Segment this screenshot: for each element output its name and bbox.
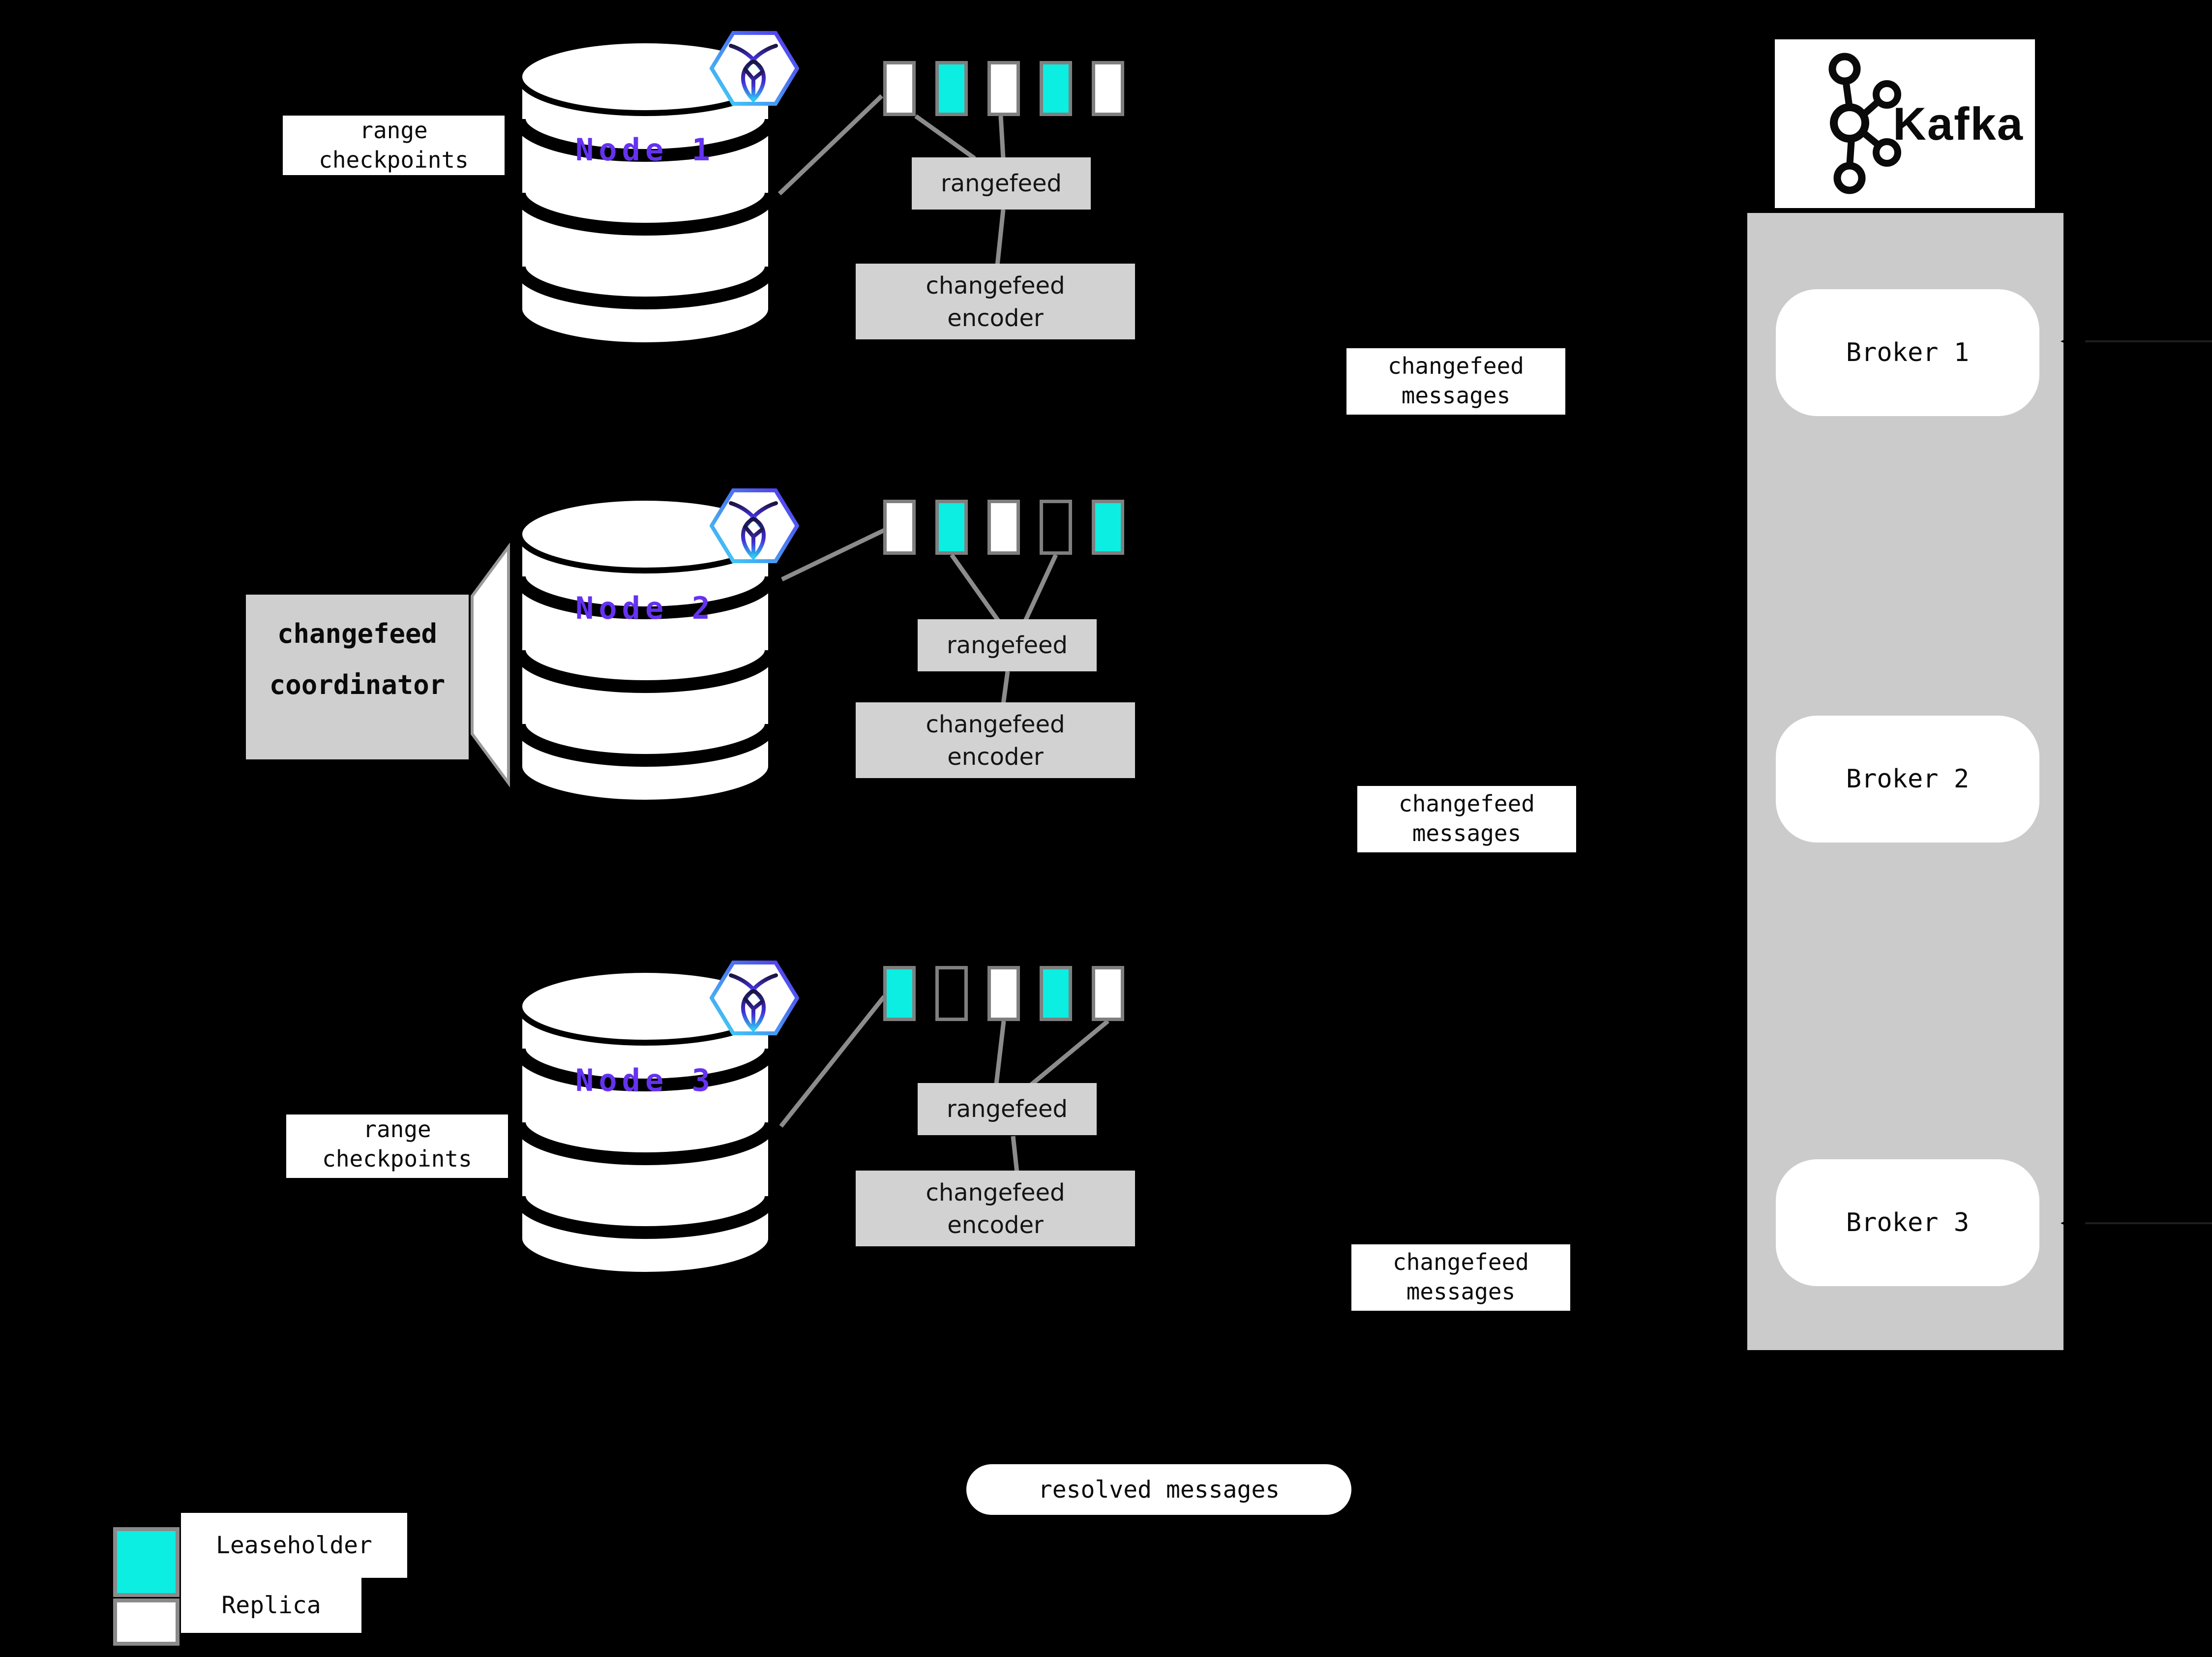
- broker-label: Broker 2: [1846, 764, 1970, 794]
- label-line: changefeed: [1388, 353, 1524, 379]
- node2-rangefeed-label: rangefeed: [918, 619, 1097, 671]
- range-box-replica: [987, 966, 1020, 1021]
- range-box-leaseholder: [1040, 966, 1072, 1021]
- label-line: changefeed: [926, 272, 1065, 300]
- legend-leaseholder-swatch: [113, 1527, 179, 1597]
- range-checkpoints-label-1: range checkpoints: [283, 116, 505, 175]
- node3-label: Node 3: [575, 1062, 715, 1098]
- broker-label: Broker 3: [1846, 1208, 1970, 1237]
- label-line: range: [359, 117, 428, 144]
- node1-rangefeed-label: rangefeed: [912, 157, 1091, 210]
- changefeed-messages-label-3: changefeed messages: [1351, 1244, 1570, 1311]
- label-line: changefeed: [926, 1179, 1065, 1206]
- label-line: checkpoints: [319, 147, 469, 173]
- node3-changefeed-encoder-label: changefeed encoder: [856, 1171, 1135, 1246]
- broker-3-box: Broker 3: [1776, 1159, 2039, 1286]
- range-box-leaseholder: [935, 500, 968, 555]
- label-line: changefeed: [1399, 790, 1535, 817]
- label-line: resolved messages: [1038, 1476, 1280, 1504]
- label-line: changefeed: [277, 618, 438, 649]
- arrowhead-icon: [2061, 1212, 2085, 1234]
- label-line: rangefeed: [941, 170, 1062, 197]
- range-box-leaseholder: [883, 966, 916, 1021]
- label-line: rangefeed: [947, 632, 1068, 659]
- resolved-messages-pill: resolved messages: [966, 1464, 1351, 1515]
- label-line: Leaseholder: [216, 1532, 372, 1559]
- cockroachdb-logo-icon: [710, 960, 799, 1036]
- kafka-title: Kafka: [1893, 98, 2024, 150]
- label-line: range: [363, 1116, 431, 1143]
- label-line: changefeed: [926, 711, 1065, 738]
- node1-range-row: [883, 61, 1124, 116]
- node3-range-row: [883, 966, 1124, 1021]
- node3-rangefeed-label: rangefeed: [918, 1083, 1097, 1135]
- range-box-replica: [883, 500, 916, 555]
- label-line: encoder: [947, 304, 1044, 332]
- range-checkpoints-label-2: range checkpoints: [286, 1115, 508, 1178]
- range-box-leaseholder: [1092, 500, 1124, 555]
- cockroachdb-logo-icon: [710, 30, 799, 107]
- changefeed-messages-label-2: changefeed messages: [1357, 786, 1576, 852]
- label-line: encoder: [947, 743, 1044, 771]
- range-box-replica: [987, 61, 1020, 116]
- range-box-empty: [935, 966, 968, 1021]
- label-line: messages: [1406, 1278, 1516, 1305]
- broker-2-box: Broker 2: [1776, 716, 2039, 843]
- broker-1-box: Broker 1: [1776, 289, 2039, 416]
- kafka-logo-box: Kafka: [1775, 39, 2035, 208]
- label-line: messages: [1401, 382, 1511, 409]
- label-line: changefeed: [1393, 1249, 1529, 1275]
- label-line: checkpoints: [322, 1145, 472, 1172]
- range-box-replica: [1092, 61, 1124, 116]
- kafka-broker-panel: Broker 1 Broker 2 Broker 3: [1747, 213, 2063, 1350]
- node2-range-row: [883, 500, 1124, 555]
- range-box-replica: [1092, 966, 1124, 1021]
- range-box-empty: [1040, 500, 1072, 555]
- label-line: encoder: [947, 1211, 1044, 1239]
- legend-leaseholder-label: Leaseholder: [181, 1513, 407, 1578]
- changefeed-messages-label-1: changefeed messages: [1346, 348, 1565, 415]
- arrowhead-icon: [2061, 331, 2085, 352]
- legend-replica-label: Replica: [181, 1578, 361, 1633]
- node2-changefeed-encoder-label: changefeed encoder: [856, 702, 1135, 778]
- changefeed-coordinator-label: changefeed coordinator: [246, 595, 469, 759]
- broker-label: Broker 1: [1846, 338, 1970, 367]
- range-box-leaseholder: [1040, 61, 1072, 116]
- label-line: rangefeed: [947, 1095, 1068, 1123]
- kafka-logo-icon: [1828, 53, 1901, 194]
- node1-changefeed-encoder-label: changefeed encoder: [856, 264, 1135, 339]
- legend-replica-swatch: [113, 1598, 179, 1646]
- cockroachdb-logo-icon: [710, 487, 799, 564]
- coordinator-arrow: [471, 543, 510, 788]
- range-box-replica: [883, 61, 916, 116]
- node1-label: Node 1: [575, 132, 715, 168]
- range-box-replica: [987, 500, 1020, 555]
- label-line: coordinator: [269, 669, 446, 700]
- label-line: messages: [1412, 820, 1522, 846]
- label-line: Replica: [221, 1592, 321, 1619]
- range-box-leaseholder: [935, 61, 968, 116]
- node2-label: Node 2: [575, 590, 715, 626]
